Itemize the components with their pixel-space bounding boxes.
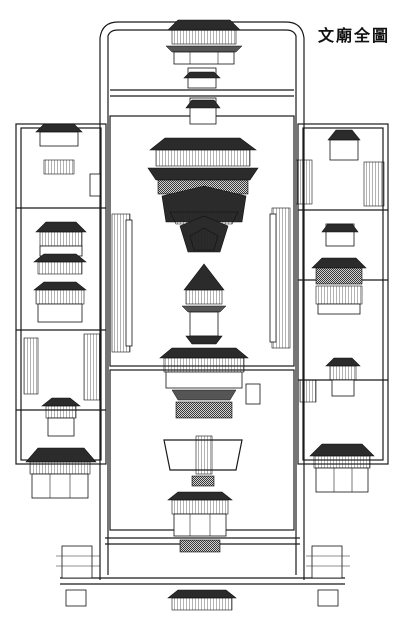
main-hall: [147, 137, 259, 253]
middle-gate-hall: [159, 347, 261, 419]
central-pavilion: [181, 263, 227, 345]
right-wing-buildings: [295, 129, 385, 493]
page-title: 文廟全圖: [318, 26, 391, 45]
main-court-colonnades: [111, 207, 291, 353]
lower-gate: [167, 491, 233, 553]
left-wing-buildings: [23, 123, 101, 499]
bottom-side-gates: [56, 545, 350, 607]
bottom-gateway: [167, 589, 237, 611]
top-hall: [165, 19, 243, 65]
axis-gate-towers: [183, 67, 221, 125]
pond-bridge: [163, 435, 243, 487]
